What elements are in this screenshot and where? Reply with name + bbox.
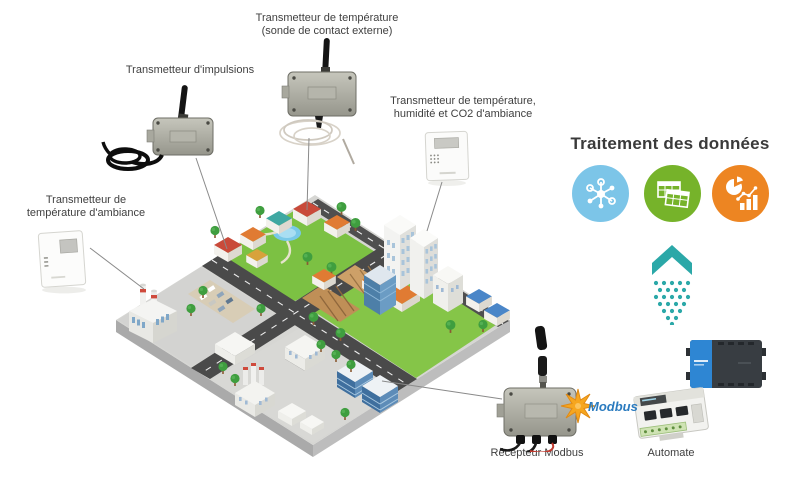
analytics-badge: [712, 165, 769, 222]
spreadsheet-icon: [656, 180, 690, 208]
city-illustration: [116, 195, 510, 457]
automate-device: [633, 387, 709, 441]
network-hub-icon: [585, 177, 616, 208]
upload-arrow-icon: [652, 245, 692, 325]
charts-icon: [725, 176, 757, 210]
factory: [129, 283, 177, 343]
label-impulse-transmitter: Transmetteur d'impulsions: [125, 64, 255, 76]
data-collection-badge: [572, 165, 629, 222]
label-contact-transmitter: Transmetteur de température (sonde de co…: [255, 12, 399, 37]
south-block: [211, 325, 397, 443]
contact-temp-transmitter-device: [279, 38, 357, 165]
sheds: [278, 403, 324, 435]
modbus-receiver-device: [496, 325, 577, 452]
impulse-transmitter-device: [101, 85, 214, 171]
blue-office-1: [336, 360, 374, 398]
glass-building: [363, 265, 397, 315]
east-block: [307, 263, 496, 378]
industrial-plant: [235, 363, 275, 417]
data-tables-badge: [644, 165, 701, 222]
modbus-logo-text: Modbus: [588, 399, 638, 414]
modbus-logo: Modbus: [560, 388, 638, 424]
office-building: [285, 335, 325, 371]
ambient-temp-sensor-device: [37, 230, 87, 294]
gateway-device: [686, 340, 766, 388]
office-low: [433, 266, 463, 312]
label-ambient-temp-transmitter: Transmetteur de température d'ambiance: [26, 194, 146, 219]
west-block: [118, 267, 283, 366]
section-title-data-processing: Traitement des données: [570, 134, 770, 153]
label-co2-transmitter: Transmetteur de température, humidité et…: [390, 95, 536, 120]
co2-sensor-device: [424, 130, 470, 186]
warehouse: [215, 332, 255, 365]
label-automate: Automate: [647, 447, 695, 459]
